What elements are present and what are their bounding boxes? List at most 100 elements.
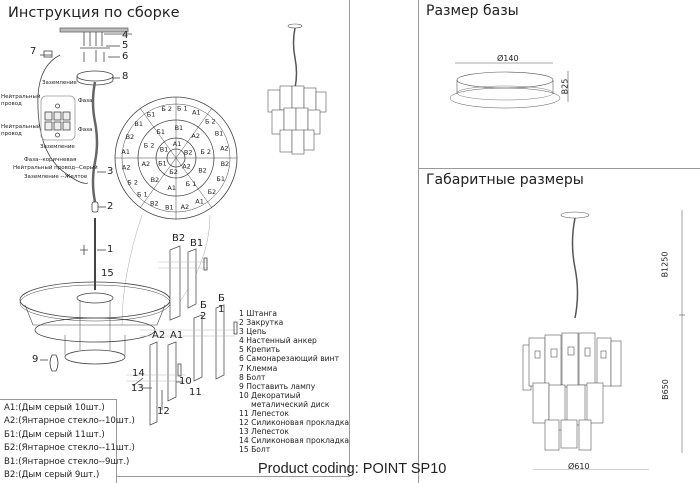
petal-label-be2: Б 2	[200, 300, 207, 322]
callout-11: 11	[189, 387, 202, 398]
parts-list-item: 6 Самонарезающий винт	[239, 354, 340, 364]
wiring-color-ground: Заземление --Желтое	[24, 174, 88, 180]
ring-label: Б 2	[144, 141, 155, 149]
petal-label-a2: A2	[152, 330, 166, 341]
wiring-neutral-bottom: Нейтральный провод	[1, 124, 41, 137]
wiring-phase-top: Фаза	[78, 98, 93, 104]
parts-list-item: 12 Силиконовая прокладка	[239, 418, 350, 428]
ring-label: Б 2	[205, 117, 216, 125]
petal-label-a1: A1	[170, 330, 184, 341]
ring-label: Б 1	[186, 180, 197, 188]
callout-14: 14	[132, 368, 145, 379]
ring-label: B2	[221, 160, 230, 168]
parts-list-item: 3 Цепь	[239, 327, 267, 337]
ring-label: Б1	[216, 175, 225, 183]
overall-drawing	[522, 210, 685, 470]
wiring-color-neutral: Нейтральный провод--Серый	[13, 165, 98, 171]
callout-6: 6	[122, 51, 129, 62]
parts-list-item: 4 Настенный анкер	[239, 336, 317, 346]
ring-label: A2	[191, 132, 200, 140]
callout-1: 1	[107, 244, 114, 255]
parts-list-item: 13 Лепесток	[239, 427, 289, 437]
parts-list-item: 9 Поставить лампу	[239, 381, 316, 391]
ring-label: Б 2	[127, 178, 138, 186]
ring-label: B2	[184, 149, 193, 157]
ring-label: B1	[134, 120, 143, 128]
petal-label-be1: Б 1	[218, 293, 225, 315]
wiring-ground-bottom: Заземление	[40, 144, 75, 150]
callout-15: 15	[101, 268, 114, 279]
ring-label: B1	[165, 204, 174, 212]
ring-label: B2	[126, 133, 135, 141]
parts-list-item: 14 Силиконовая прокладка	[239, 436, 350, 446]
parts-list-item: 11 Лепесток	[239, 409, 289, 419]
ring-label: B1	[215, 130, 224, 138]
ring-label: B2	[198, 167, 207, 175]
glass-legend-item: Б1:(Дым серый 11шт.)	[4, 429, 105, 440]
ring-label: A2	[181, 203, 190, 211]
callout-12: 12	[157, 406, 170, 417]
ring-label: Б2	[208, 188, 217, 196]
glass-legend-item: Б2:(Янтарное стекло--11шт.)	[4, 443, 135, 454]
parts-list-item: 10 Декоратиый	[239, 390, 301, 400]
glass-legend-item: A1:(Дым серый 10шт.)	[4, 403, 105, 413]
anchor-screws	[83, 32, 103, 46]
glass-legend: A1:(Дым серый 10шт.) A2:(Янтарное стекло-…	[0, 399, 135, 483]
parts-list-item: 1 Штанга	[239, 309, 278, 318]
callout-4: 4	[122, 30, 129, 41]
ring-label: Б2	[169, 168, 178, 176]
divider-horizontal	[418, 168, 700, 169]
callout-9: 9	[32, 354, 39, 365]
parts-list-item: 15 Болт	[239, 445, 271, 455]
ring-label: B1	[175, 124, 184, 132]
product-coding: Product coding: POINT SP10	[258, 461, 447, 477]
petal-label-b1: B1	[190, 238, 204, 249]
overall-total-height: B1250	[660, 251, 670, 278]
callout-10: 10	[179, 376, 192, 387]
ring-label: A1	[121, 148, 130, 156]
callout-5: 5	[122, 40, 129, 51]
petal-label-b2: B2	[172, 233, 186, 244]
assembly-title: Инструкция по сборке	[8, 5, 180, 21]
ring-label: Б1	[158, 160, 167, 168]
ring-label: A2	[122, 164, 131, 172]
ring-label: Б 2	[161, 105, 172, 113]
overall-diameter: Ø610	[568, 462, 590, 471]
ring-label: A1	[173, 140, 182, 148]
base-drawing	[450, 62, 569, 109]
ring-label: A1	[195, 198, 204, 206]
overall-size-title: Габаритные размеры	[426, 172, 584, 188]
callout-3: 3	[107, 166, 114, 177]
base-size-title: Размер базы	[426, 3, 519, 19]
parts-list-item: 5 Крепить	[239, 345, 280, 355]
ring-label: A1	[167, 184, 176, 192]
callout-2: 2	[107, 201, 114, 212]
divider-left	[349, 0, 350, 472]
parts-list-item: металический диск	[251, 399, 330, 409]
parts-list-item: 7 Клемма	[239, 363, 278, 373]
chandelier-preview	[267, 23, 327, 155]
ring-label: A2	[182, 162, 191, 170]
overall-body-height: B650	[660, 379, 670, 400]
ring-label: Б 1	[137, 191, 148, 199]
ring-label: B2	[150, 199, 159, 207]
parts-list-item: 2 Закрутка	[239, 318, 284, 328]
wiring-color-phase: Фаза--коричневая	[24, 157, 77, 163]
parts-list-item: 8 Болт	[239, 372, 266, 382]
ring-label: Б1	[147, 110, 156, 118]
ring-label: A2	[142, 160, 151, 168]
ring-label: Б1	[156, 128, 165, 136]
wiring-phase-bottom: Фаза	[78, 127, 93, 133]
divider-bottom	[117, 476, 350, 477]
ring-label: Б 2	[200, 148, 211, 156]
callout-8: 8	[122, 71, 129, 82]
callout-7: 7	[30, 46, 37, 57]
glass-legend-item: B1:(Янтарное стекло--9шт.)	[4, 456, 130, 467]
glass-legend-item: A2:(Янтарное стекло--10шт.)	[4, 416, 135, 427]
ring-label: B1	[160, 146, 169, 154]
ring-label: B2	[151, 176, 160, 184]
ring-label: A1	[192, 109, 201, 117]
wiring-neutral-top: Нейтральный провод	[1, 94, 41, 107]
